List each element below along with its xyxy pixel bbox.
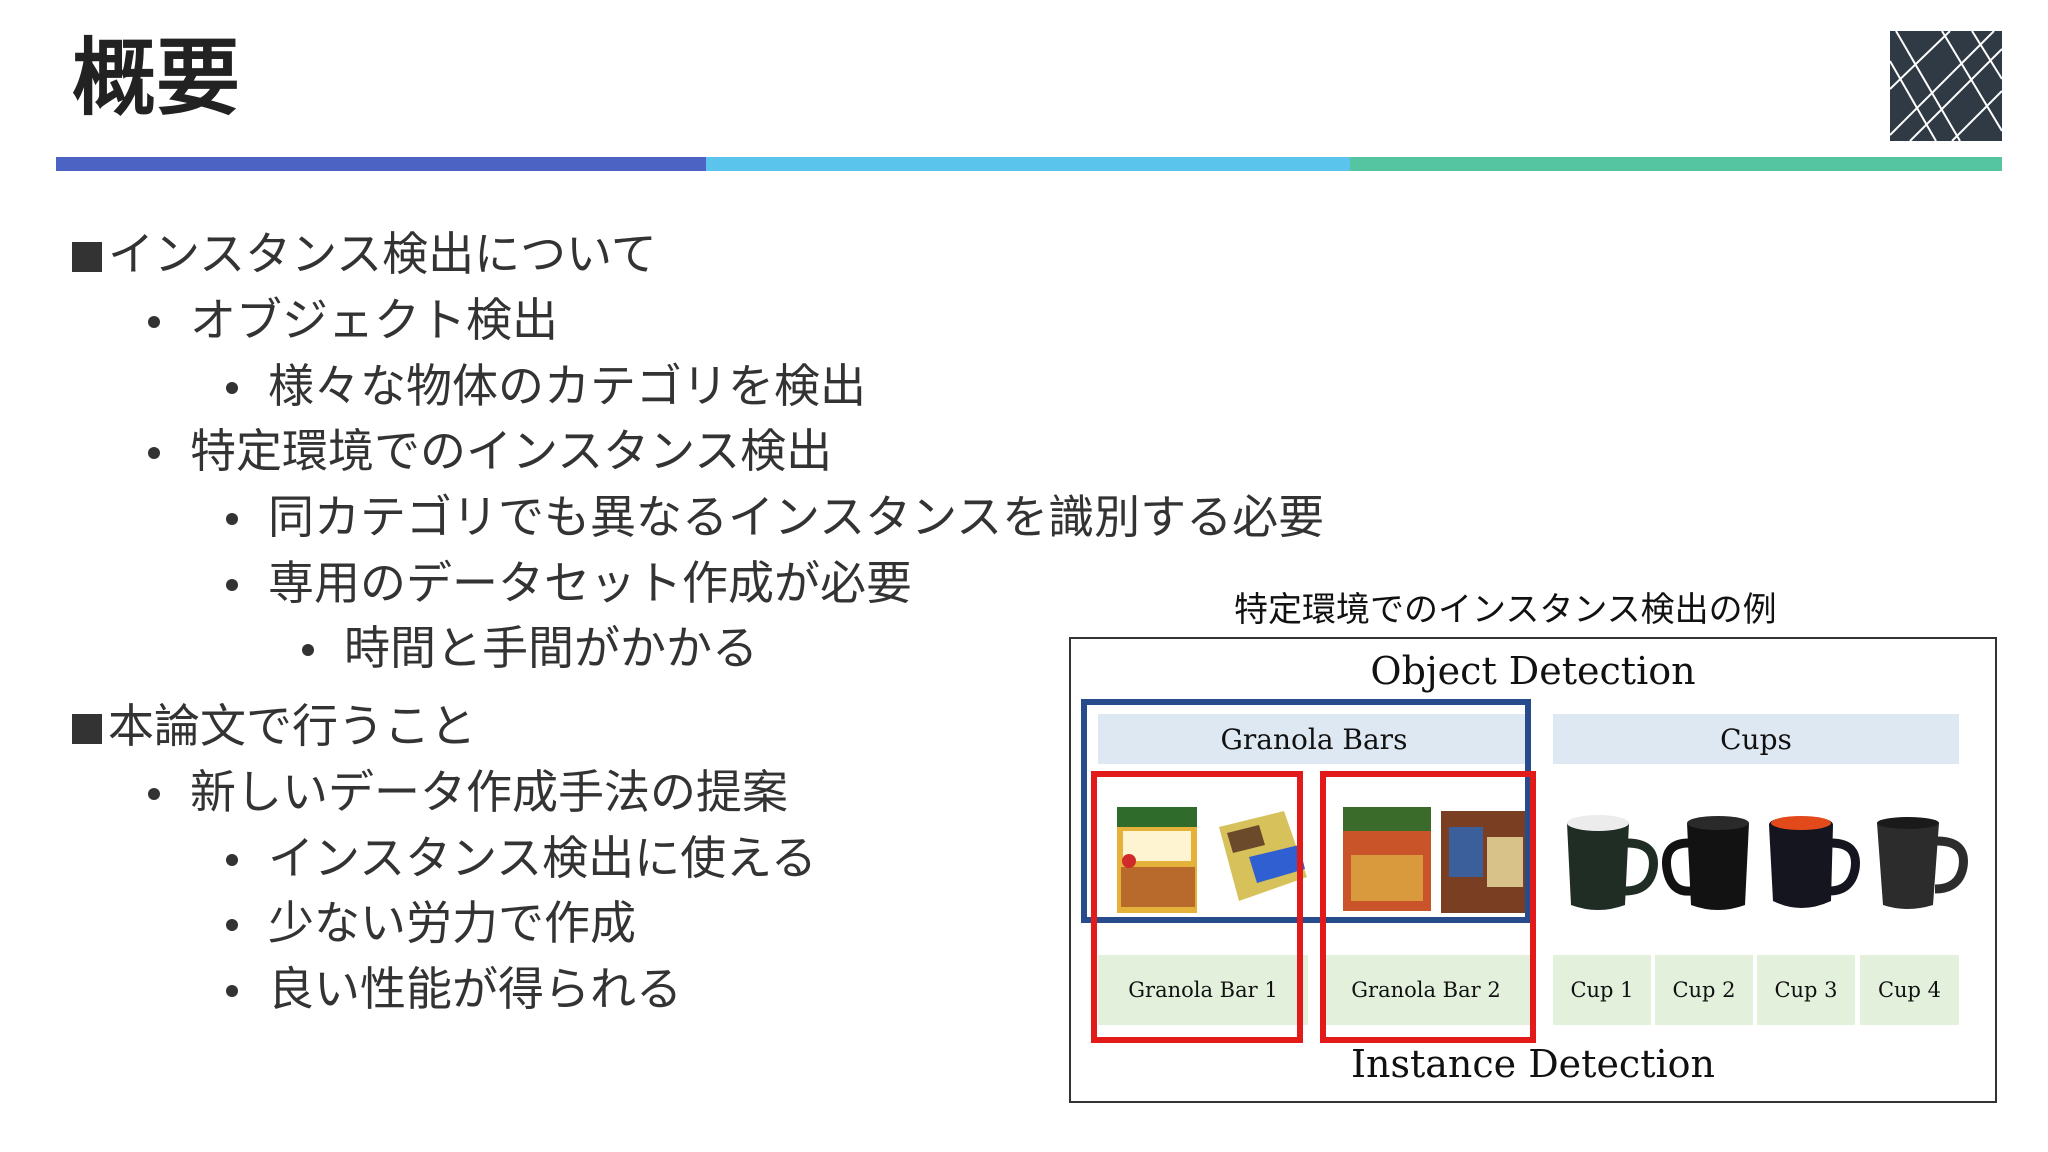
outline-item: 同カテゴリでも異なるインスタンスを識別する必要 [226,481,1324,547]
outline-item: インスタンス検出に使える [226,822,817,888]
instance-detection-figure: Object Detection Granola Bars Cups [1069,637,1997,1103]
bullet-icon [226,513,238,525]
outline-item: 様々な物体のカテゴリを検出 [226,350,866,416]
bullet-icon [302,644,314,656]
cup-2-image [1661,809,1761,919]
bullet-icon [226,854,238,866]
square-bullet-icon [72,242,102,272]
outline-item: 時間と手間がかかる [302,612,758,678]
bullet-icon [148,316,160,328]
outline-item: 本論文で行うこと [72,690,476,756]
square-bullet-icon [72,714,102,744]
category-granola-bars: Granola Bars [1098,714,1530,764]
outline-item: 特定環境でのインスタンス検出 [148,415,832,481]
instance-granola-bar-2: Granola Bar 2 [1321,955,1531,1025]
outline-item: オブジェクト検出 [148,284,558,350]
instance-granola-bar-1: Granola Bar 1 [1098,955,1308,1025]
cup-3-image [1763,809,1863,919]
object-detection-label: Object Detection [1370,649,1696,693]
bullet-icon [148,447,160,459]
outline-item: インスタンス検出について [72,218,657,284]
category-bounding-box [1081,699,1531,923]
instance-cup-3: Cup 3 [1757,955,1855,1025]
bullet-icon [148,788,160,800]
cup-4-image [1871,809,1971,919]
slide-title: 概要 [72,29,241,127]
instance-cup-4: Cup 4 [1860,955,1959,1025]
category-cups: Cups [1553,714,1959,764]
instance-bounding-box-2 [1320,771,1536,1043]
accent-bar-cyan [706,157,1350,171]
outline-item: 新しいデータ作成手法の提案 [148,756,788,822]
bullet-icon [226,919,238,931]
cup-1-image [1559,809,1659,919]
figure-caption: 特定環境でのインスタンス検出の例 [1234,590,1777,630]
accent-bar-green [1350,157,2002,171]
instance-detection-label: Instance Detection [1350,1042,1715,1086]
bullet-icon [226,985,238,997]
granola-bar-1-image [1109,797,1309,917]
bullet-icon [226,579,238,591]
granola-bar-2-image [1337,797,1537,917]
accent-bar-blue [56,157,706,171]
instance-cup-2: Cup 2 [1655,955,1753,1025]
instance-bounding-box-1 [1091,771,1303,1043]
outline-item: 専用のデータセット作成が必要 [226,547,912,613]
bullet-icon [226,382,238,394]
logo-icon [1889,30,2003,142]
outline-item: 良い性能が得られる [226,953,682,1019]
instance-cup-1: Cup 1 [1553,955,1651,1025]
outline-item: 少ない労力で作成 [226,887,636,953]
